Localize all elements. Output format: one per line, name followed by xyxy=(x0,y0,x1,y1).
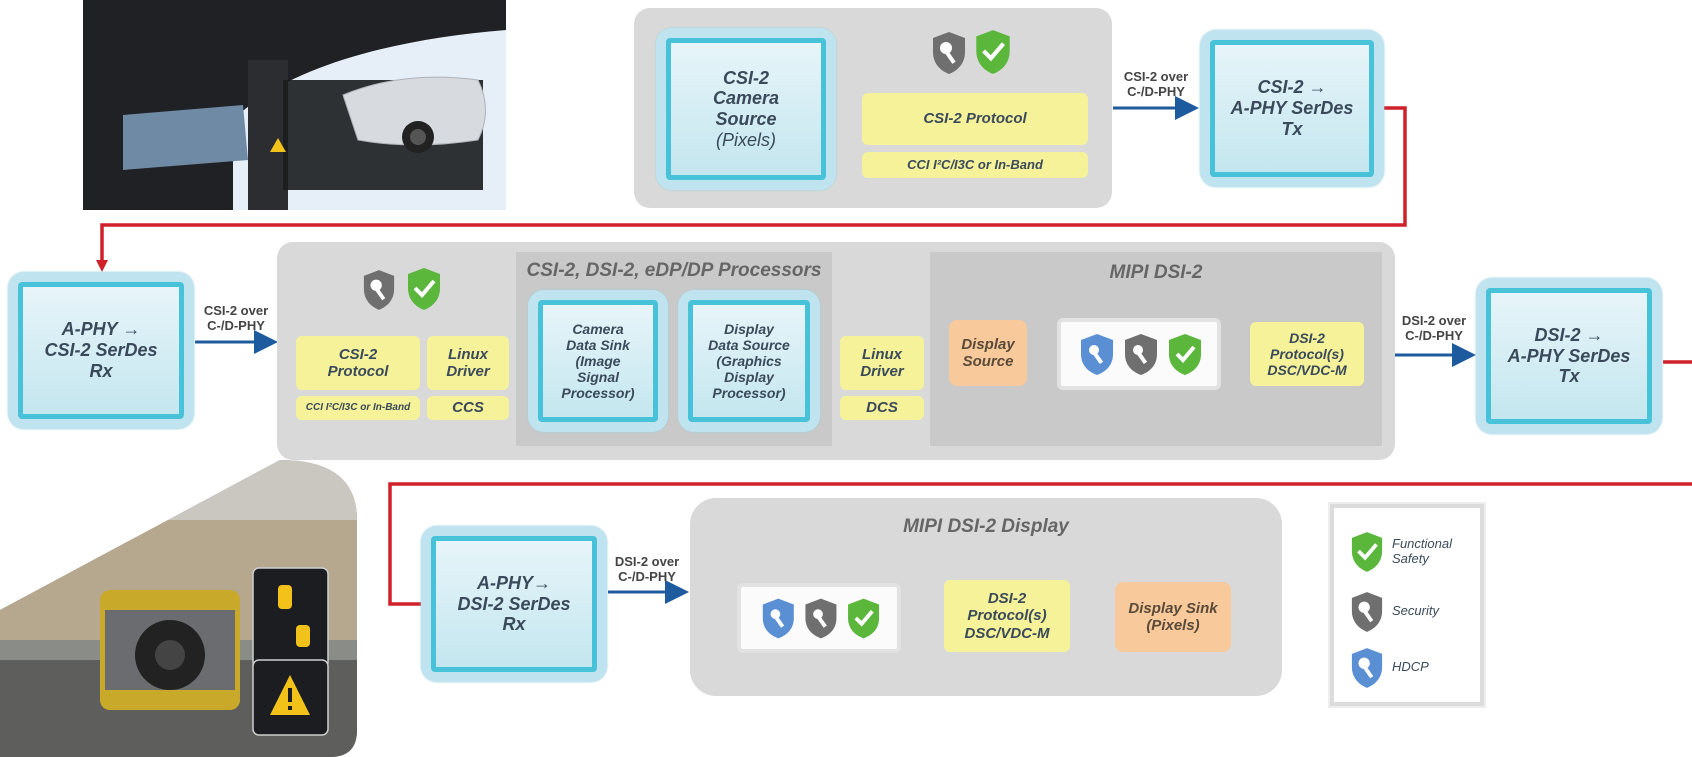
dcs-box: DCS xyxy=(840,396,924,420)
shield-wrench-icon xyxy=(805,598,837,639)
aphy-csi2-rx-node: A-PHY → CSI-2 SerDes Rx xyxy=(8,272,194,429)
shield-check-icon xyxy=(848,598,880,639)
camera-icon xyxy=(342,76,486,153)
shield-check-icon xyxy=(976,30,1010,74)
parking-camera-photo xyxy=(0,460,357,757)
cci-box: CCI I²C/I3C or In-Band xyxy=(862,152,1088,178)
dsi2-display-title: MIPI DSI-2 Display xyxy=(903,516,1069,538)
legend-security: Security xyxy=(1392,602,1439,618)
shield-wrench-icon xyxy=(363,270,395,310)
shield-check-icon xyxy=(1351,532,1383,572)
shield-wrench-icon xyxy=(933,32,965,74)
legend-hdcp: HDCP xyxy=(1392,658,1429,674)
shield-wrench-icon xyxy=(1125,334,1157,375)
dsi2-shield-group xyxy=(1057,318,1221,390)
csi2-aphy-tx-node: CSI-2 → A-PHY SerDes Tx xyxy=(1200,30,1384,187)
csi2-protocol-box: CSI-2 Protocol xyxy=(862,93,1088,145)
display-sink-box: Display Sink(Pixels) xyxy=(1115,582,1231,652)
shield-blue-wrench-icon xyxy=(1351,648,1383,688)
shield-blue-wrench-icon xyxy=(762,598,794,639)
dsi2-title: MIPI DSI-2 xyxy=(1109,262,1203,284)
cci-box-mid: CCI I²C/I3C or In-Band xyxy=(296,396,420,420)
display-shield-group xyxy=(737,583,901,653)
warning-icon xyxy=(270,138,286,152)
ccs-box: CCS xyxy=(427,396,509,420)
camera-source-label: CSI-2 xyxy=(722,67,769,88)
camera-source-node: CSI-2 Camera Source (Pixels) xyxy=(656,28,836,190)
processors-title: CSI-2, DSI-2, eDP/DP Processors xyxy=(526,260,822,282)
mirror-camera-photo xyxy=(83,0,506,210)
red-connector-top xyxy=(100,106,1407,266)
shield-check-icon xyxy=(1169,334,1201,375)
shield-check-icon xyxy=(408,268,440,310)
shield-wrench-icon xyxy=(1351,592,1383,632)
shield-blue-wrench-icon xyxy=(1081,334,1113,375)
car-icon xyxy=(100,590,240,710)
red-connector-bottom xyxy=(388,482,1692,606)
